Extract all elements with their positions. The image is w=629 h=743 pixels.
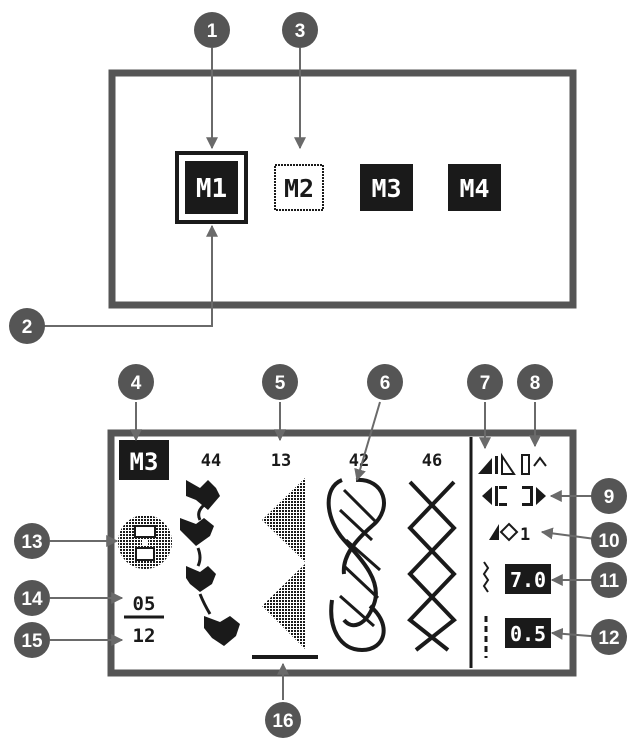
svg-text:3: 3 [295, 21, 306, 42]
memory-slot-m2[interactable]: M2 [275, 165, 323, 210]
svg-text:5: 5 [275, 373, 286, 394]
memory-panel: M1 M2 M3 M4 [112, 73, 573, 305]
position-current: 05 [133, 593, 156, 615]
stitch-cursor [252, 655, 318, 659]
svg-text:15: 15 [21, 631, 43, 652]
memory-indicator-label: M3 [130, 448, 159, 476]
stitch-panel: M3 44 13 42 46 [111, 433, 573, 673]
callout-1: 1 [194, 12, 230, 48]
callout-13: 13 [14, 523, 50, 559]
stitch-length-value: 0.5 [510, 622, 546, 646]
svg-text:13: 13 [21, 532, 42, 553]
callout-5: 5 [262, 364, 298, 400]
memory-slot-label: M3 [371, 174, 401, 203]
stitch-number: 13 [271, 451, 291, 471]
stitch-number: 44 [201, 451, 221, 471]
callout-6: 6 [367, 364, 403, 400]
callout-10: 10 [591, 522, 627, 558]
memory-slot-m1[interactable]: M1 [177, 153, 246, 222]
stitch-number: 42 [349, 451, 369, 471]
svg-text:6: 6 [380, 373, 391, 394]
svg-text:1: 1 [207, 21, 218, 42]
stitch-panel-frame [111, 433, 573, 673]
callout-7: 7 [467, 364, 503, 400]
memory-slot-m3[interactable]: M3 [360, 164, 413, 211]
presser-foot-icon [118, 515, 172, 569]
memory-slot-label: M1 [196, 174, 227, 204]
svg-text:12: 12 [598, 628, 619, 649]
svg-text:8: 8 [530, 373, 541, 394]
svg-text:9: 9 [604, 487, 615, 508]
callout-14: 14 [14, 580, 50, 616]
svg-text:7: 7 [480, 373, 491, 394]
callout-11: 11 [591, 562, 627, 598]
callout-16: 16 [265, 702, 301, 738]
memory-slot-m4[interactable]: M4 [448, 164, 501, 211]
svg-text:10: 10 [598, 531, 619, 552]
callout-15: 15 [14, 622, 50, 658]
stitch-width-value: 7.0 [510, 568, 546, 592]
needle-stop-count: 1 [520, 525, 530, 545]
callout-2: 2 [9, 308, 45, 344]
svg-text:4: 4 [131, 373, 142, 394]
memory-slot-label: M2 [284, 174, 314, 203]
stitch-number: 46 [422, 451, 442, 471]
memory-slot-label: M4 [459, 174, 489, 203]
callout-4: 4 [118, 364, 154, 400]
svg-text:11: 11 [599, 571, 620, 592]
callout-8: 8 [517, 364, 553, 400]
callout-12: 12 [591, 619, 627, 655]
svg-text:2: 2 [22, 317, 33, 338]
callout-9: 9 [591, 478, 627, 514]
position-total: 12 [133, 625, 156, 647]
callout-3: 3 [282, 12, 318, 48]
svg-text:16: 16 [272, 711, 293, 732]
svg-text:14: 14 [21, 589, 43, 610]
